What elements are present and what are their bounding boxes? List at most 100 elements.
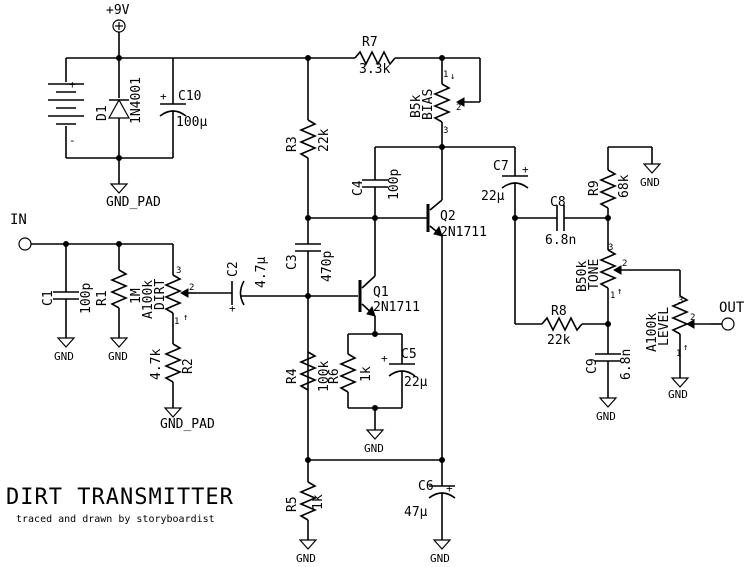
c5-value: 22µ xyxy=(404,375,428,390)
c2-ref: C2 xyxy=(226,261,241,277)
input-jack-icon xyxy=(18,237,32,251)
resistor-r7-icon xyxy=(354,50,396,66)
r9-value: 68k xyxy=(617,174,632,198)
resistor-r1-icon xyxy=(109,269,129,309)
r2-value: 4.7k xyxy=(149,349,164,380)
tone-section: + C7 22µ C8 6.8n GND R9 68k 3 2 1 ↑ B50k… xyxy=(481,146,745,423)
level-value: A100k xyxy=(645,313,660,352)
ground-icon xyxy=(163,407,183,418)
diode-d1-icon xyxy=(107,58,131,158)
capacitor-c10-icon xyxy=(159,58,187,158)
dirt-pin-1: 1 xyxy=(174,317,179,327)
transistor-q2-icon xyxy=(426,147,443,486)
c6-ref: C6 xyxy=(418,479,434,494)
c1-ref: C1 xyxy=(41,290,56,306)
input-label: IN xyxy=(10,212,27,228)
r1-value: 1M xyxy=(129,288,144,304)
c7-plus: + xyxy=(522,163,529,176)
power-supply-section: +9V + - D1 1N4001 xyxy=(48,3,355,210)
r7-ref: R7 xyxy=(362,35,378,50)
resistor-r6-icon xyxy=(338,353,358,393)
ground-icon xyxy=(109,337,129,348)
bias-ref: BIAS xyxy=(421,89,436,120)
c3-value: 470p xyxy=(320,251,335,282)
dirt-pin-3: 3 xyxy=(176,266,181,276)
transistor-q1-icon xyxy=(308,270,376,334)
battery-minus-label: - xyxy=(69,134,76,147)
c10-plus: + xyxy=(160,90,167,103)
level-potentiometer-icon xyxy=(670,295,690,335)
r8-value: 22k xyxy=(547,333,571,348)
c7-value: 22µ xyxy=(481,189,505,204)
tone-potentiometer-icon xyxy=(598,249,618,289)
gnd-label: GND xyxy=(640,176,660,189)
level-rotation-icon: ↑ xyxy=(683,343,688,353)
c9-value: 6.8n xyxy=(619,349,634,380)
ground-icon xyxy=(298,539,318,550)
q1-value: 2N1711 xyxy=(373,300,420,315)
output-jack-icon xyxy=(721,317,735,331)
gnd-label: GND xyxy=(596,410,616,423)
ground-icon xyxy=(598,397,618,408)
tone-ref: TONE xyxy=(587,259,602,290)
c1-value: 100p xyxy=(79,283,94,314)
r3-ref: R3 xyxy=(285,136,300,152)
supply-label: +9V xyxy=(106,3,130,18)
tone-pin-1: 1 xyxy=(610,291,615,301)
gnd-pad-label-top: GND_PAD xyxy=(106,195,161,210)
dirt-rotation-icon: ↑ xyxy=(183,313,188,323)
c5-plus: + xyxy=(381,352,388,365)
r5-value: 1k xyxy=(311,494,326,510)
bias-pin-3: 3 xyxy=(443,126,448,136)
c2-plus: + xyxy=(229,302,236,315)
q2-value: 2N1711 xyxy=(440,225,487,240)
ground-icon xyxy=(642,163,662,174)
bias-potentiometer-icon xyxy=(432,83,452,123)
dirt-pin-2: 2 xyxy=(189,283,194,293)
r3-value: 22k xyxy=(317,128,332,152)
input-section: IN GND C1 100p GND R1 1M 3 2 1 ↑ A100k D… xyxy=(10,212,308,432)
bias-value: B5k xyxy=(409,94,424,118)
c4-ref: C4 xyxy=(351,180,366,196)
r9-ref: R9 xyxy=(587,180,602,196)
level-pin-1: 1 xyxy=(676,349,681,359)
resistor-r8-icon xyxy=(541,316,583,332)
gnd-label: GND xyxy=(364,442,384,455)
gnd-label: GND xyxy=(108,350,128,363)
schematic-credit: traced and drawn by storyboardist xyxy=(16,514,215,525)
ground-icon xyxy=(365,429,385,440)
battery-icon xyxy=(48,58,84,158)
gnd-label: GND xyxy=(430,552,450,565)
r2-ref: R2 xyxy=(181,358,196,374)
output-stage-section: R7 3.3k 1 ↓ 2 3 B5k BIAS Q2 2N1711 xyxy=(354,35,515,565)
bias-pin-2: 2 xyxy=(456,103,461,113)
c8-ref: C8 xyxy=(550,195,566,210)
r8-ref: R8 xyxy=(551,304,567,319)
r4-ref: R4 xyxy=(285,368,300,384)
c3-ref: C3 xyxy=(285,254,300,270)
c8-value: 6.8n xyxy=(545,233,576,248)
gnd-pad-label: GND_PAD xyxy=(160,417,215,432)
c9-ref: C9 xyxy=(585,358,600,374)
resistor-r9-icon xyxy=(598,169,618,209)
schematic-title: DIRT TRANSMITTER xyxy=(6,485,234,510)
c5-ref: C5 xyxy=(401,347,417,362)
tone-pin-2: 2 xyxy=(622,259,627,269)
ground-icon xyxy=(432,539,452,550)
gnd-label: GND xyxy=(668,388,688,401)
gnd-label: GND xyxy=(54,350,74,363)
resistor-r3-icon xyxy=(298,119,318,159)
dirt-ref: DIRT xyxy=(153,279,168,310)
c6-plus: + xyxy=(446,482,453,495)
bias-pin-1: 1 xyxy=(443,70,448,80)
battery-plus-label: + xyxy=(69,78,76,91)
q1-ref: Q1 xyxy=(373,285,389,300)
c10-value: 100µ xyxy=(176,115,207,130)
resistor-r5-icon xyxy=(298,481,318,521)
ground-icon xyxy=(670,377,690,388)
tone-value: B50k xyxy=(575,261,590,292)
r5-ref: R5 xyxy=(285,496,300,512)
d1-value: 1N4001 xyxy=(129,77,144,124)
gnd-label: GND xyxy=(296,552,316,565)
